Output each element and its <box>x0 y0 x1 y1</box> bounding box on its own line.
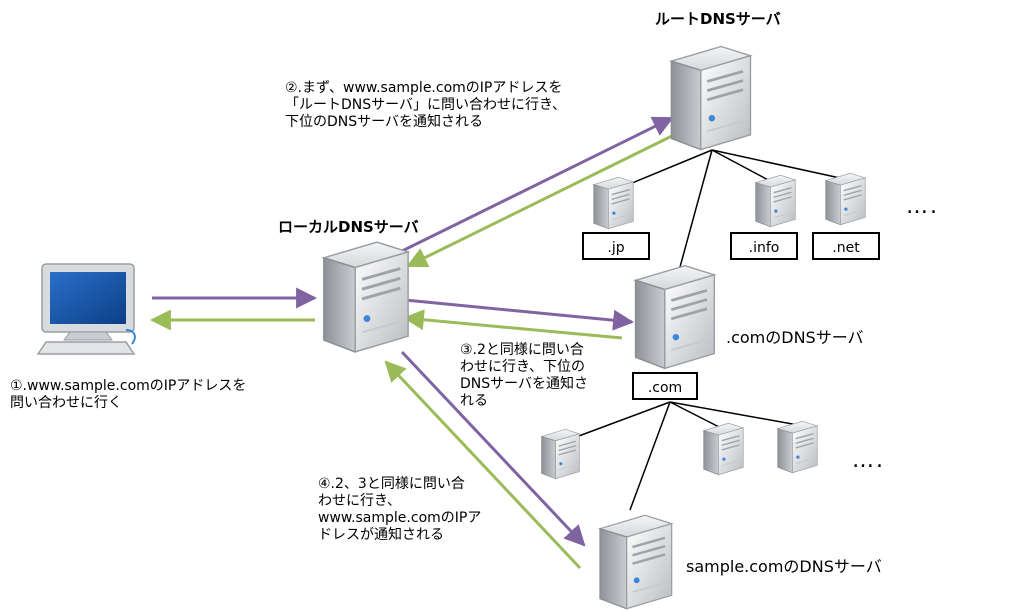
step3-text: ③.2と同様に問い合 わせに行き、下位の DNSサーバを通知さ れる <box>460 342 588 409</box>
arrow-local-to-root <box>399 116 674 254</box>
tld-net-box: .net <box>812 232 880 260</box>
com-dns-server-icon <box>634 264 716 370</box>
arrow-sample-to-local <box>384 360 582 570</box>
more-tld-ellipsis: …. <box>906 194 939 219</box>
com-dns-title: .comのDNSサーバ <box>726 328 864 347</box>
local-dns-title: ローカルDNSサーバ <box>278 218 419 236</box>
more-domains-ellipsis: …. <box>852 448 885 473</box>
sample-dns-server-icon <box>598 513 674 611</box>
tld-jp-box: .jp <box>582 232 650 260</box>
response-arrows <box>149 130 681 570</box>
client-pc-icon <box>36 263 136 355</box>
request-arrows <box>152 116 674 547</box>
root-dns-title: ルートDNSサーバ <box>655 10 781 28</box>
arrow-root-to-local <box>406 130 681 268</box>
tld-info-box: .info <box>730 232 798 260</box>
com-tree-lines <box>567 401 799 511</box>
net-server-icon <box>824 172 866 226</box>
arrow-local-to-sample <box>400 350 586 547</box>
step1-text: ①.www.sample.comのIPアドレスを 問い合わせに行く <box>10 378 247 411</box>
sub2-server-icon <box>702 422 744 476</box>
local-dns-server-icon <box>322 240 410 354</box>
jp-server-icon <box>592 176 634 230</box>
step4-text: ④.2、3と同様に問い合 わせに行き、 www.sample.comのIPア ド… <box>318 476 482 543</box>
arrow-local-to-com <box>404 298 635 331</box>
sub1-server-icon <box>540 428 581 480</box>
root-tree-lines <box>619 149 841 279</box>
tld-com-box: .com <box>632 372 698 400</box>
root-dns-server-icon <box>669 45 752 151</box>
sample-dns-title: sample.comのDNSサーバ <box>686 557 882 576</box>
step2-text: ②.まず、www.sample.comのIPアドレスを 「ルートDNSサーバ」に… <box>285 80 567 130</box>
sub3-server-icon <box>776 420 818 474</box>
info-server-icon <box>754 174 796 228</box>
arrow-com-to-local <box>402 309 623 340</box>
